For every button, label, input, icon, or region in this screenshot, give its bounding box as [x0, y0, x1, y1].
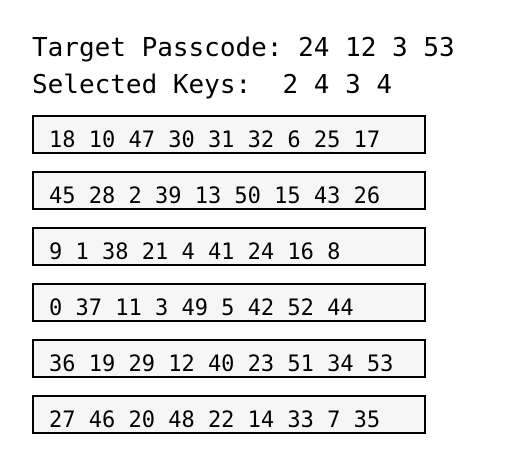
target-passcode-line: Target Passcode: 24 12 3 53 [32, 33, 455, 63]
selected-keys-value: 2 4 3 4 [282, 70, 393, 100]
key-row-4-keys: 0 37 11 3 49 5 42 52 44 [49, 296, 354, 321]
key-row-2-keys: 45 28 2 39 13 50 15 43 26 [49, 184, 381, 209]
key-row-5[interactable]: 36 19 29 12 40 23 51 34 53 [32, 339, 426, 378]
key-row-6-keys: 27 46 20 48 22 14 33 7 35 [49, 408, 381, 433]
selected-keys-line: Selected Keys: 2 4 3 4 [32, 70, 392, 100]
selected-keys-label: Selected Keys: [32, 70, 252, 100]
key-row-3-keys: 9 1 38 21 4 41 24 16 8 [49, 240, 341, 265]
key-row-1[interactable]: 18 10 47 30 31 32 6 25 17 [32, 115, 426, 154]
key-row-3[interactable]: 9 1 38 21 4 41 24 16 8 [32, 227, 426, 266]
key-row-2[interactable]: 45 28 2 39 13 50 15 43 26 [32, 171, 426, 210]
key-row-6[interactable]: 27 46 20 48 22 14 33 7 35 [32, 395, 426, 434]
key-row-1-keys: 18 10 47 30 31 32 6 25 17 [49, 128, 381, 153]
target-passcode-label: Target Passcode: [32, 33, 283, 63]
key-row-4[interactable]: 0 37 11 3 49 5 42 52 44 [32, 283, 426, 322]
target-passcode-value: 24 12 3 53 [298, 33, 455, 63]
key-row-5-keys: 36 19 29 12 40 23 51 34 53 [49, 352, 394, 377]
